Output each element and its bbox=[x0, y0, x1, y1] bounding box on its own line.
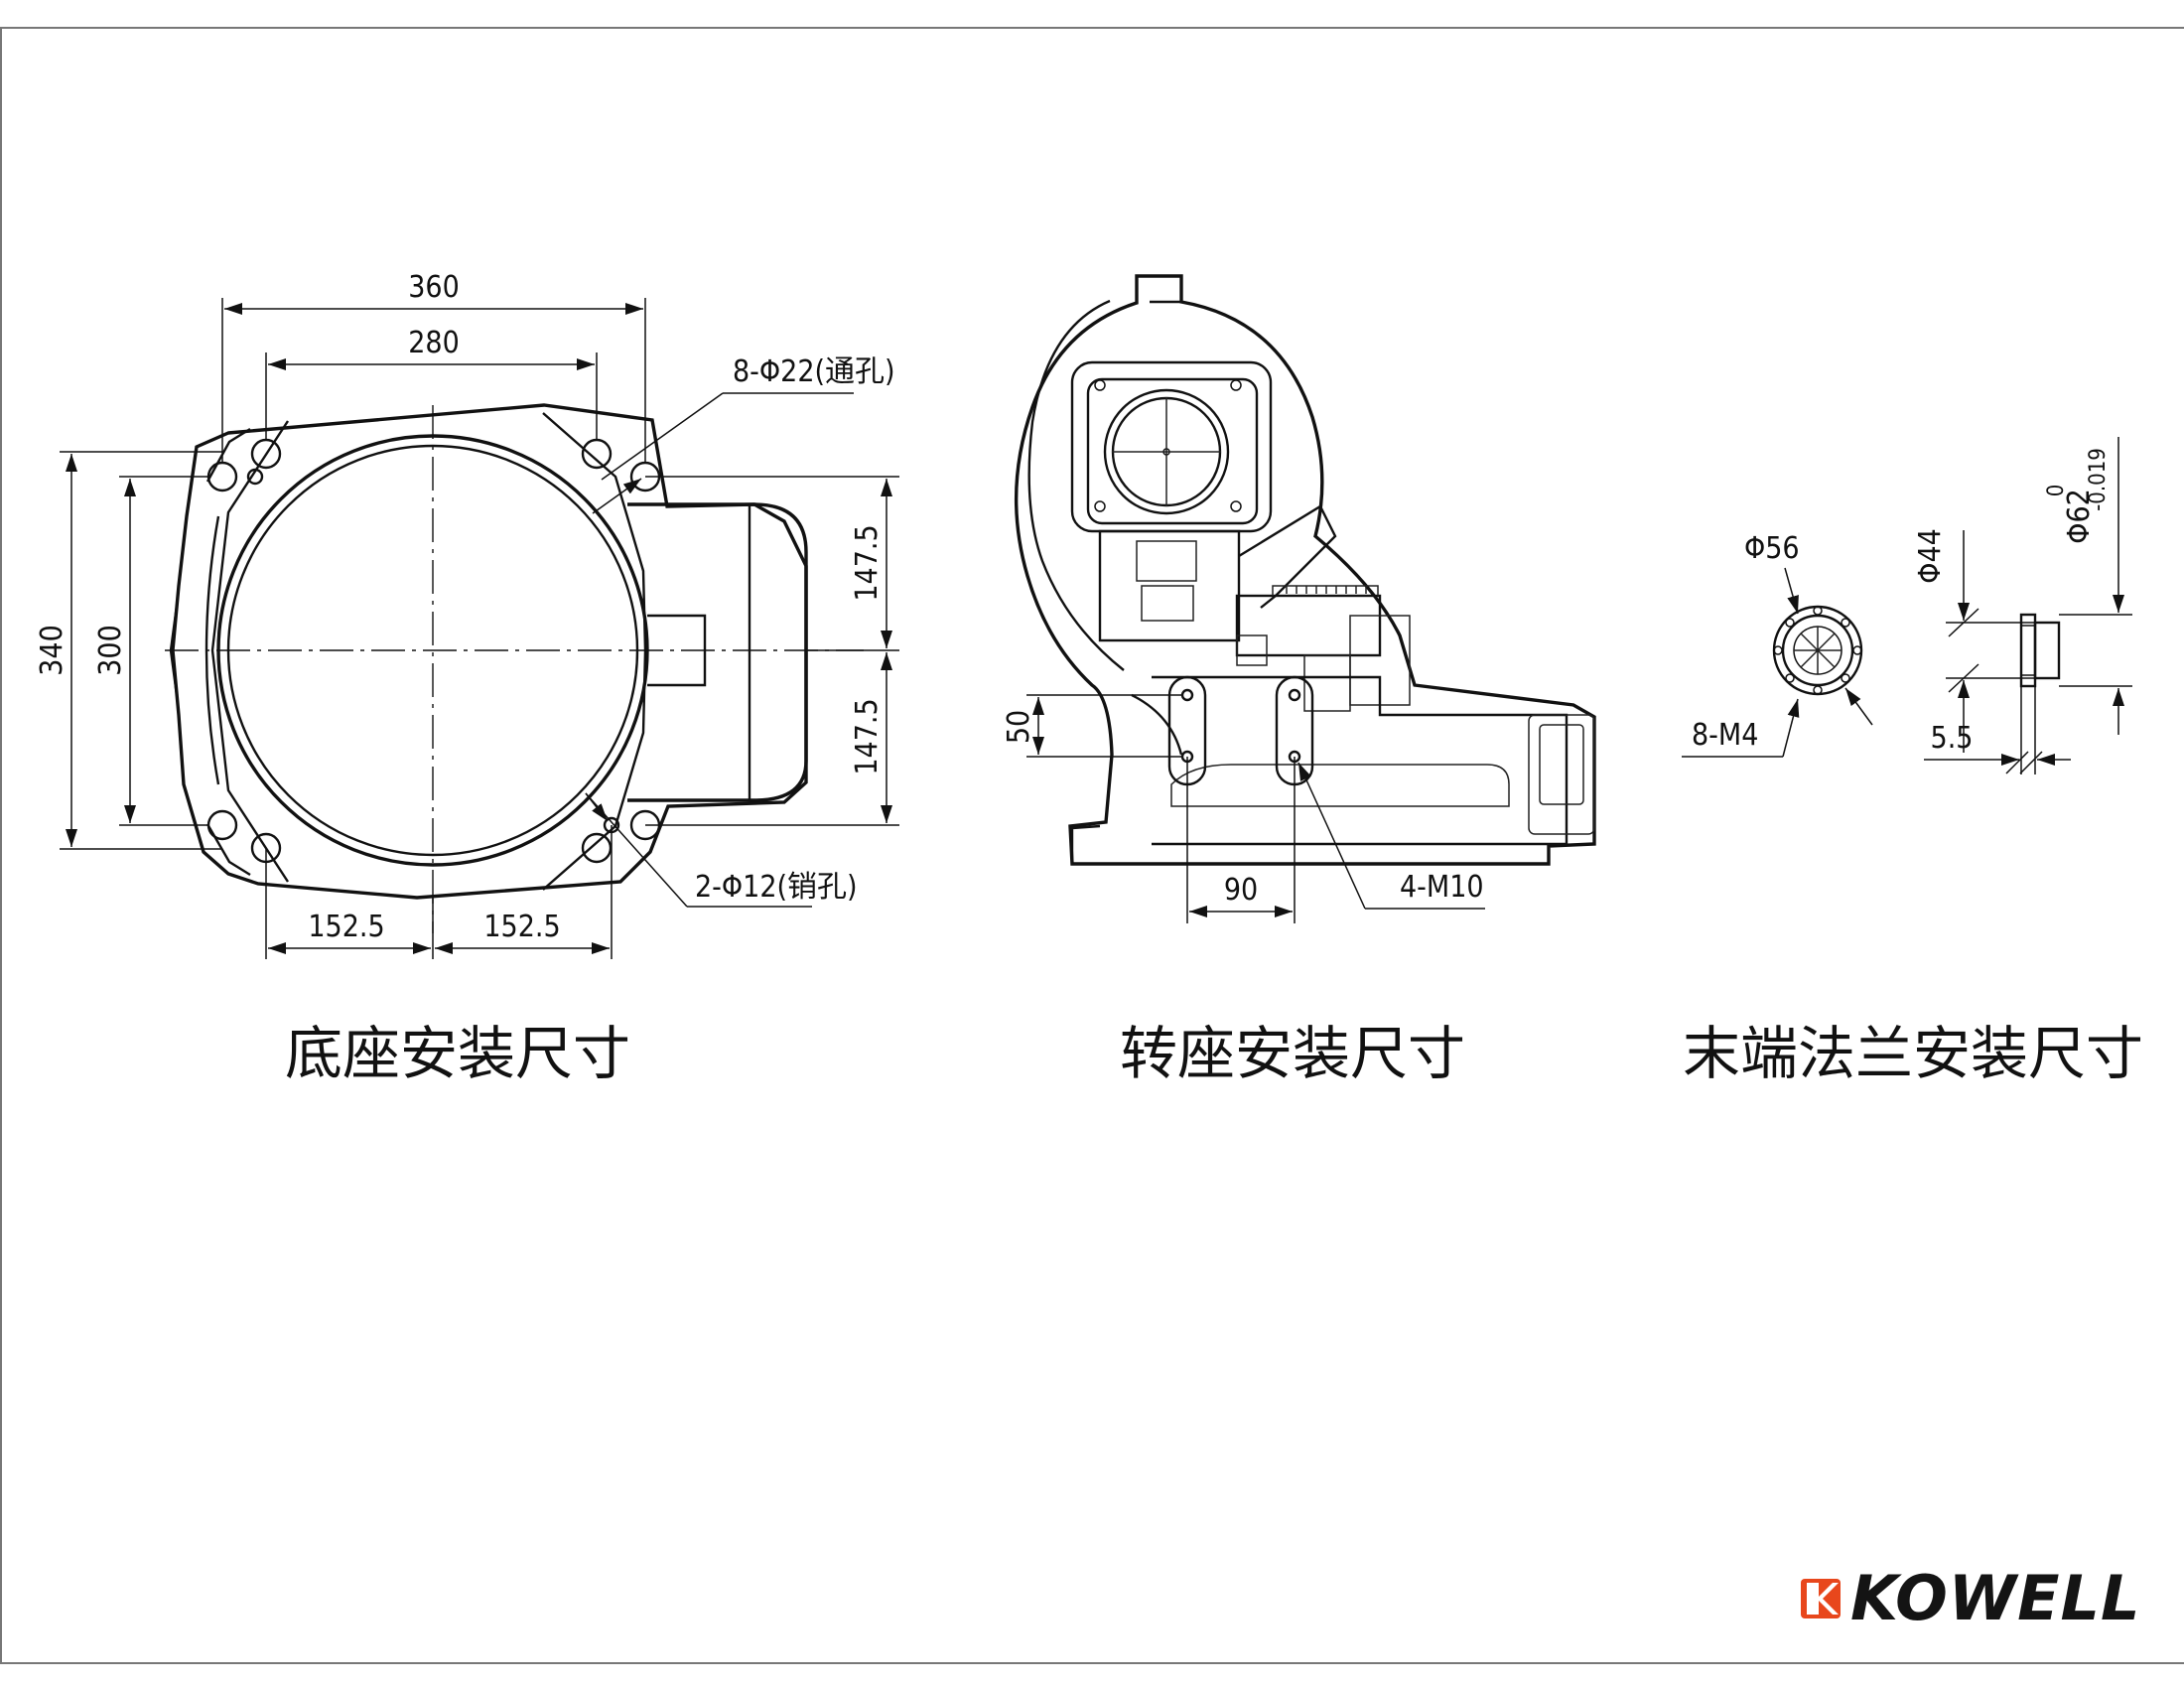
dim-width-outer: 360 bbox=[408, 270, 460, 305]
brand-name: KOWELL bbox=[1850, 1562, 2141, 1634]
callout-threaded-holes-m10: 4-M10 bbox=[1400, 870, 1484, 905]
swivel-gear-assembly bbox=[1235, 594, 1382, 657]
swivel-arm-housing bbox=[1014, 274, 1596, 866]
base-callouts: 8-Φ22(通孔) 2-Φ12(销孔) bbox=[585, 354, 895, 908]
base-top-dimensions: 360 280 bbox=[221, 270, 646, 463]
dim-bolt-circle: Φ56 bbox=[1744, 531, 1800, 566]
swivel-callouts: 4-M10 bbox=[1297, 762, 1485, 910]
flange-caption: 末端法兰安装尺寸 bbox=[1683, 1020, 2143, 1087]
callout-threaded-holes-m4: 8-M4 bbox=[1692, 718, 1758, 753]
dim-outer-tol-upper: 0 bbox=[2044, 485, 2069, 497]
callout-through-holes: 8-Φ22(通孔) bbox=[733, 354, 895, 389]
flange-side-view bbox=[2019, 613, 2061, 688]
flange-front-callouts: Φ56 8-M4 bbox=[1682, 531, 1873, 758]
swivel-mounting-slots bbox=[1167, 675, 1314, 786]
flange-side-dimensions: Φ44 Φ62 0 -0.019 5.5 bbox=[1913, 437, 2132, 774]
base-left-dimensions: 340 300 bbox=[35, 451, 222, 850]
base-footprint-outline bbox=[171, 403, 808, 900]
swivel-caption: 转座安装尺寸 bbox=[1120, 1020, 1465, 1087]
dim-width-inner: 280 bbox=[408, 326, 460, 360]
dim-right-pin-offset: 152.5 bbox=[483, 910, 560, 944]
kowell-logo: KOWELL bbox=[1801, 1562, 2141, 1634]
base-view: 360 280 340 300 147.5 147.5 bbox=[35, 270, 899, 1087]
dim-lower-offset: 147.5 bbox=[850, 698, 885, 774]
base-bottom-dimensions: 152.5 152.5 bbox=[265, 825, 613, 959]
dim-depth: 5.5 bbox=[1931, 721, 1974, 756]
dim-height-outer: 340 bbox=[35, 625, 69, 676]
dim-left-pin-offset: 152.5 bbox=[308, 910, 384, 944]
dim-outer-diameter: Φ62 bbox=[2062, 489, 2097, 544]
swivel-dimensions: 50 90 bbox=[1002, 694, 1296, 923]
dim-pilot-diameter: Φ44 bbox=[1913, 528, 1948, 584]
dim-height-inner: 300 bbox=[93, 625, 128, 676]
base-connector-box bbox=[627, 502, 808, 802]
base-caption: 底座安装尺寸 bbox=[285, 1020, 630, 1087]
dim-outer-tol-lower: -0.019 bbox=[2086, 448, 2111, 511]
dim-hole-spacing-vertical: 50 bbox=[1002, 710, 1036, 744]
swivel-view: 50 90 4-M10 转座安装尺寸 bbox=[1002, 274, 1596, 1087]
flange-front-view bbox=[1772, 605, 1863, 696]
dim-upper-offset: 147.5 bbox=[850, 524, 885, 601]
drawing-frame bbox=[0, 27, 2184, 1664]
base-right-dimensions: 147.5 147.5 bbox=[645, 476, 899, 826]
dim-hole-spacing-horizontal: 90 bbox=[1224, 873, 1258, 908]
callout-pin-holes: 2-Φ12(销孔) bbox=[695, 870, 858, 905]
flange-view: Φ56 8-M4 Φ44 Φ62 0 bbox=[1682, 437, 2143, 1087]
